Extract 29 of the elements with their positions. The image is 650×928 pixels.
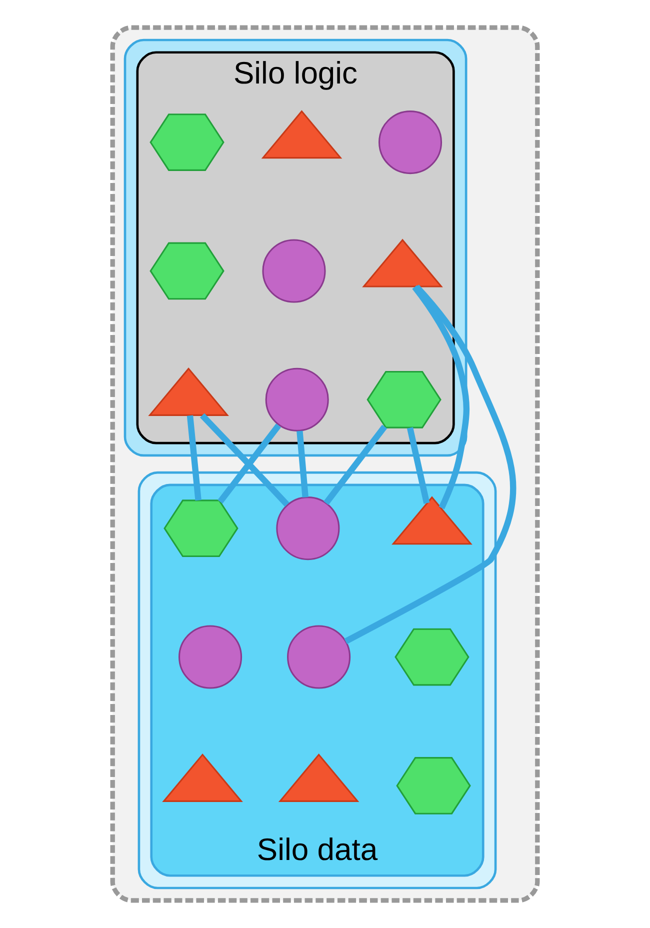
connector <box>412 285 470 510</box>
node-circle <box>287 625 351 689</box>
cluster: Silo logic <box>136 51 455 444</box>
node-triangle <box>148 367 229 416</box>
node-hexagon <box>150 114 224 171</box>
node-triangle <box>392 496 472 545</box>
node-circle <box>262 239 326 303</box>
connector <box>218 424 282 504</box>
node-hexagon <box>394 628 470 686</box>
cluster: Silo data <box>150 484 484 877</box>
node-hexagon <box>150 242 224 300</box>
connector <box>186 415 202 501</box>
connector <box>200 413 290 507</box>
connector <box>406 427 430 504</box>
node-hexagon <box>366 370 442 428</box>
node-triangle <box>362 238 443 288</box>
node-circle <box>265 368 329 432</box>
node-triangle <box>162 753 243 802</box>
node-circle <box>178 625 242 689</box>
node-triangle <box>261 110 342 159</box>
node-hexagon <box>164 500 238 558</box>
node-hexagon <box>396 757 471 814</box>
connector <box>324 424 388 505</box>
node-circle <box>378 110 442 174</box>
connector <box>344 284 516 644</box>
node-circle <box>276 496 340 560</box>
cluster <box>110 25 540 903</box>
node-triangle <box>278 753 360 802</box>
connector <box>296 430 308 498</box>
